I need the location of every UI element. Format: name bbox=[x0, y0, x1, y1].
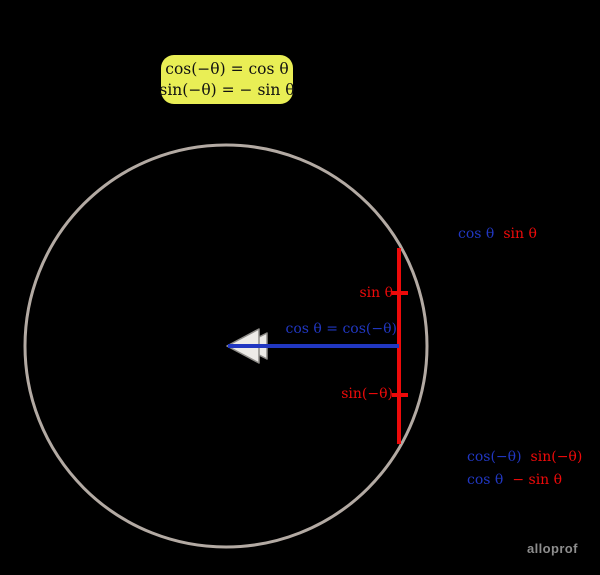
sin-theta-label: sin θ bbox=[359, 285, 393, 301]
cos-theta-line-label: cos θ = cos(−θ) bbox=[285, 321, 397, 337]
point-label-bottom-row2: cos θ − sin θ bbox=[467, 473, 562, 488]
point-label-bottom-row1: cos(−θ) sin(−θ) bbox=[467, 450, 582, 465]
identity-cos-line: cos(−θ) = cos θ bbox=[165, 59, 289, 78]
point-top-sin-label: sin θ bbox=[503, 226, 537, 242]
alloprof-logo: alloprof bbox=[527, 541, 578, 556]
point-bottom-cos-label: cos θ bbox=[467, 472, 504, 488]
identity-sin-line: sin(−θ) = − sin θ bbox=[159, 80, 295, 99]
point-top-cos-label: cos θ bbox=[458, 226, 495, 242]
point-label-top: cos θ sin θ bbox=[458, 227, 537, 242]
sin-neg-theta-label: sin(−θ) bbox=[341, 386, 393, 402]
point-bottom-sin-neg-label: sin(−θ) bbox=[530, 449, 583, 465]
unit-circle bbox=[23, 143, 429, 549]
identity-formula-box: cos(−θ) = cos θ sin(−θ) = − sin θ bbox=[159, 55, 295, 104]
point-bottom-neg-sin-label: − sin θ bbox=[512, 472, 563, 488]
point-bottom-cos-neg-label: cos(−θ) bbox=[467, 449, 522, 465]
